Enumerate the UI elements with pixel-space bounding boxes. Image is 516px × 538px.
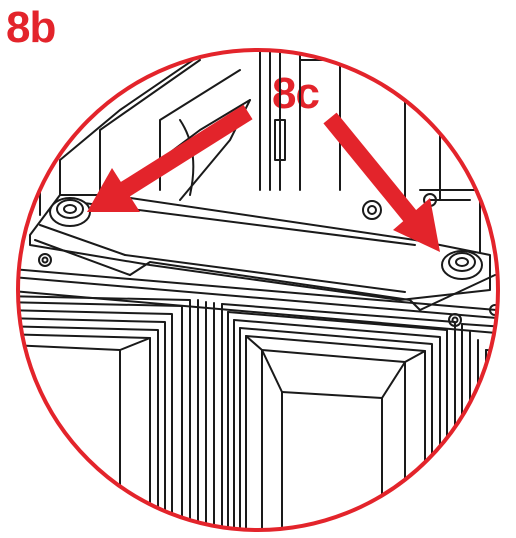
bolt	[441, 250, 483, 280]
cabinet-door-panel	[221, 303, 456, 530]
detail-content	[18, 50, 498, 530]
bolt	[49, 197, 91, 227]
cabinet-door-panel	[18, 295, 191, 530]
callout-arrow-right	[323, 112, 440, 252]
detail-magnifier-circle	[16, 48, 500, 532]
mounting-bracket	[29, 194, 496, 311]
step-label: 8b	[6, 3, 56, 52]
door-gap	[197, 299, 215, 530]
callout-arrow-left	[87, 104, 253, 212]
